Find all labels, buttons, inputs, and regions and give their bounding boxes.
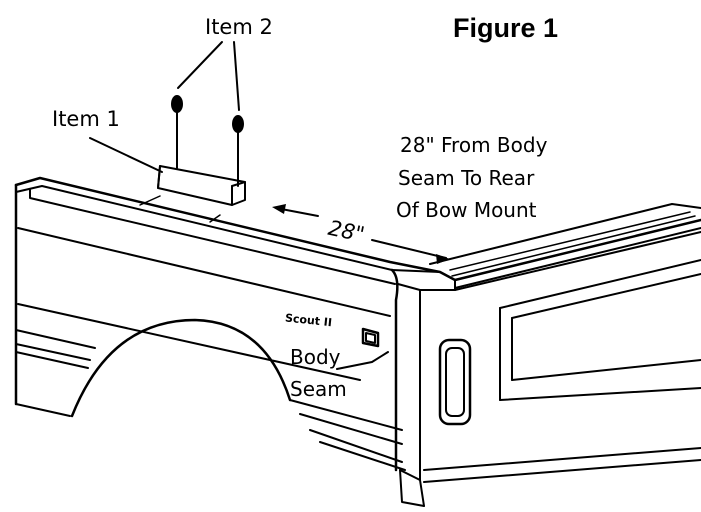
item-2-leaders: [177, 41, 240, 111]
dimension-arrow: [272, 204, 450, 264]
figure-title: Figure 1: [453, 13, 558, 43]
mount-note-line-2: Seam To Rear: [398, 166, 535, 190]
bolt-left: [171, 95, 183, 169]
item-2-label: Item 2: [205, 15, 273, 39]
bed-side-panel: [14, 176, 457, 471]
bow-mount-bracket: [157, 165, 246, 206]
taillight: [438, 338, 472, 426]
rear-corner-pillar: [390, 268, 456, 507]
mount-note-line-1: 28" From Body: [400, 133, 548, 157]
scout-badge: Scout II: [284, 311, 332, 329]
body-seam-label-line-2: Seam: [290, 377, 347, 401]
dimension-label: 28": [326, 216, 367, 247]
item-1-leader: [89, 137, 163, 173]
mount-note-line-3: Of Bow Mount: [396, 198, 537, 222]
tailgate: [423, 203, 701, 483]
item-1-label: Item 1: [52, 107, 120, 131]
body-seam-label-line-1: Body: [290, 345, 341, 369]
badge-emblem: [361, 327, 380, 348]
bolt-right: [232, 115, 244, 187]
body-seam-leader: [336, 351, 389, 370]
